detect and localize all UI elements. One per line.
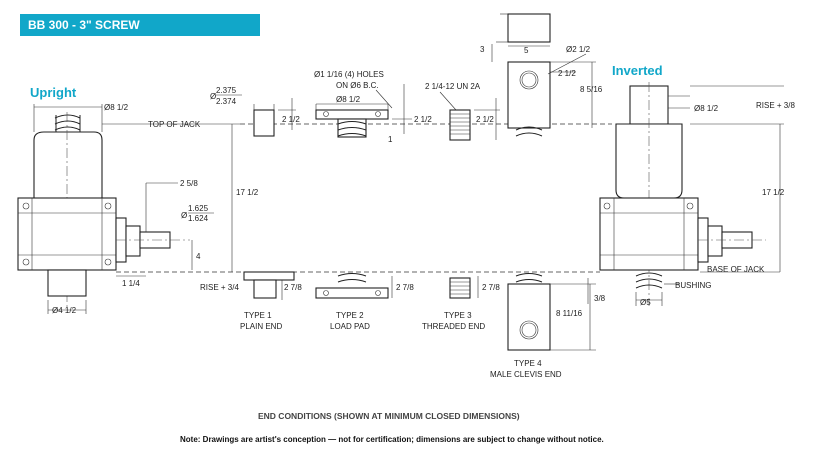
base-of-jack-label: BASE OF JACK (707, 265, 765, 274)
upright-label: Upright (30, 85, 77, 100)
dim-type3-2-7-8: 2 7/8 (482, 283, 500, 292)
type1-top: Ø 2.375 2.374 2 1/2 (210, 86, 300, 137)
type3-bottom: 2 7/8 TYPE 3 THREADED END (422, 276, 500, 331)
inverted-gearbox (599, 197, 699, 271)
type1-bottom: RISE + 3/4 2 7/8 TYPE 1 PLAIN END (200, 271, 302, 331)
disclaimer-note: Note: Drawings are artist's conception —… (180, 435, 604, 444)
dim-d2375-bot: 2.374 (216, 97, 237, 106)
dim-d1625-bot: 1.624 (188, 214, 209, 223)
dim-8-5-16: 8 5/16 (580, 85, 603, 94)
end-conditions-caption: END CONDITIONS (SHOWN AT MINIMUM CLOSED … (258, 411, 520, 421)
type4-label-line1: TYPE 4 (514, 359, 542, 368)
type4-bottom: 8 11/16 TYPE 4 MALE CLEVIS END (490, 273, 596, 379)
dim-1-1-4: 1 1/4 (122, 279, 140, 288)
upright-jack: Upright Ø8 1/2 TOP OF JACK (17, 85, 259, 315)
dim-3-8: 3/8 (594, 294, 606, 303)
upright-top-thread (54, 114, 81, 134)
type3-label-line2: THREADED END (422, 322, 485, 331)
dim-type4-5: 5 (524, 46, 529, 55)
type1-label-line2: PLAIN END (240, 322, 282, 331)
dim-upright-d8: Ø8 1/2 (104, 103, 129, 112)
dim-d1625-symbol: Ø (181, 211, 187, 220)
upright-cylinder (33, 131, 103, 199)
dim-thread-spec: 2 1/4-12 UN 2A (425, 82, 481, 91)
dim-d2375-symbol: Ø (210, 92, 216, 101)
type4-label-line2: MALE CLEVIS END (490, 370, 562, 379)
type4-top: 3 5 Ø2 1/2 2 1/2 8 5/16 (480, 13, 603, 137)
title-banner: BB 300 - 3" SCREW (20, 14, 260, 36)
dim-type2-d8: Ø8 1/2 (336, 95, 361, 104)
dim-8-11-16: 8 11/16 (556, 309, 583, 318)
dim-d4-half: Ø4 1/2 (52, 306, 77, 315)
dim-2-5-8: 2 5/8 (180, 179, 198, 188)
dim-type4-2-half: 2 1/2 (558, 69, 576, 78)
dim-type2-1: 1 (388, 135, 393, 144)
dim-inverted-d8: Ø8 1/2 (694, 104, 719, 113)
dim-holes-line2: ON Ø6 B.C. (336, 81, 379, 90)
dim-type3-2-half: 2 1/2 (476, 115, 494, 124)
dim-rise-3-4: RISE + 3/4 (200, 283, 239, 292)
type3-top: 2 1/4-12 UN 2A 2 1/2 (425, 82, 500, 141)
type2-label-line1: TYPE 2 (336, 311, 364, 320)
dim-type1-2-7-8: 2 7/8 (284, 283, 302, 292)
bushing-label: BUSHING (675, 281, 711, 290)
upright-bottom-boss (47, 269, 87, 297)
type2-top: Ø1 1/16 (4) HOLES ON Ø6 B.C. Ø8 1/2 2 1/… (314, 70, 432, 144)
dim-type1-2-half: 2 1/2 (282, 115, 300, 124)
inverted-label: Inverted (612, 63, 663, 78)
dim-rise-3-8: RISE + 3/8 (756, 101, 795, 110)
dim-4: 4 (196, 252, 201, 261)
dim-holes-line1: Ø1 1/16 (4) HOLES (314, 70, 384, 79)
type2-label-line2: LOAD PAD (330, 322, 370, 331)
dim-d5: Ø5 (640, 298, 651, 307)
inverted-jack: Inverted Ø8 1/2 Ø5 BUSHING BASE OF JACK (587, 63, 795, 307)
upright-gearbox (17, 197, 117, 271)
dim-inverted-17-half: 17 1/2 (762, 188, 785, 197)
dim-type4-3: 3 (480, 45, 485, 54)
type4-bottom-clevis (507, 283, 551, 351)
type2-bottom: 2 7/8 TYPE 2 LOAD PAD (315, 273, 414, 331)
dim-d1625-top: 1.625 (188, 204, 209, 213)
type1-label-line1: TYPE 1 (244, 311, 272, 320)
dim-d2-half: Ø2 1/2 (566, 45, 591, 54)
type4-clevis-body (507, 61, 551, 129)
dim-d2375-top: 2.375 (216, 86, 237, 95)
dim-type2-2-7-8: 2 7/8 (396, 283, 414, 292)
dim-upright-17-half: 17 1/2 (236, 188, 259, 197)
top-of-jack-label: TOP OF JACK (148, 120, 201, 129)
type3-label-line1: TYPE 3 (444, 311, 472, 320)
dim-type2-2-half: 2 1/2 (414, 115, 432, 124)
